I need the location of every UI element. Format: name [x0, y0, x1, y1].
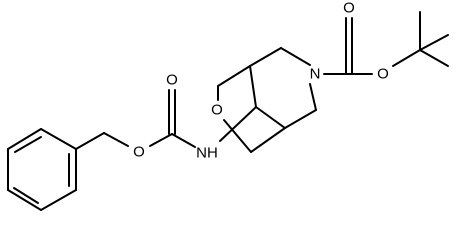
bond-upper-bridgehead-to-c9	[249, 65, 257, 108]
atom-label-boc-carbonyl-o: O	[343, 0, 355, 17]
bond-ring-lower-right	[284, 109, 317, 129]
bond-phenyl-3	[7, 189, 42, 211]
bond-lower-bridgehead-to-c9	[255, 106, 286, 129]
bond-benzylic-to-phenyl	[75, 132, 105, 150]
bond-phenyl-5	[7, 128, 42, 150]
bond-ch2-to-lower-bridgehead	[250, 127, 286, 153]
atom-label-ring-n: N	[310, 66, 321, 83]
bond-carbamate-c-to-o	[149, 133, 173, 147]
atom-label-carbamate-nh: NH	[196, 145, 218, 162]
bond-upper-bridgehead-to-ch2	[217, 65, 251, 87]
bond-ring-n-upper	[280, 47, 311, 66]
atom-label-boc-ester-o: O	[377, 66, 389, 83]
bond-o-to-tert-c	[392, 49, 421, 67]
bond-nh-to-carbamate-c	[171, 133, 196, 148]
bond-phenyl-6	[40, 128, 77, 150]
bond-tbu-methyl-3	[419, 49, 449, 67]
bond-phenyl-2	[40, 189, 77, 211]
bond-phenyl-inner-2	[13, 187, 39, 204]
bond-ring-upper	[249, 47, 282, 67]
bond-tbu-methyl-2	[419, 34, 449, 51]
bond-phenyl-inner-3	[14, 136, 42, 153]
atom-label-bridge-o: O	[211, 102, 223, 119]
bond-ring-n-lower	[309, 83, 317, 111]
bond-o-to-benzylic-ch2	[103, 132, 129, 147]
bond-o-bridge-to-ch2	[223, 119, 252, 153]
atom-label-cbz-carbonyl-o: O	[166, 72, 178, 89]
atom-label-cbz-ester-o: O	[133, 144, 145, 161]
bond-c9-to-nh	[219, 106, 257, 142]
